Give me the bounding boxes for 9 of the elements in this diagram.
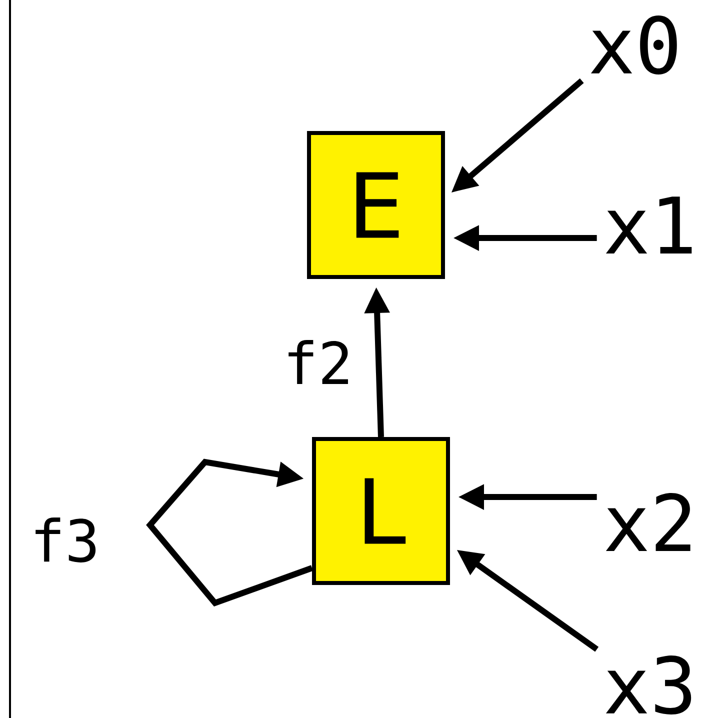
node-box: E <box>307 131 445 279</box>
arrow <box>146 458 314 607</box>
variable-label: x0 <box>590 16 677 74</box>
edge-label: f2 <box>288 340 348 384</box>
edge-label: f3 <box>36 518 96 562</box>
node-box: L <box>312 437 450 585</box>
variable-label: x2 <box>606 493 690 551</box>
variable-label: x3 <box>606 656 692 714</box>
variable-label: x1 <box>606 196 692 254</box>
